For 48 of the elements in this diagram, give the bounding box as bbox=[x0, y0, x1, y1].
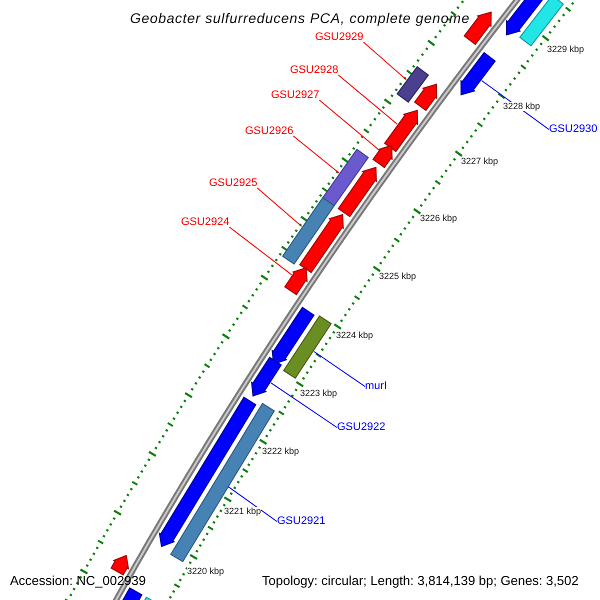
gene-bar bbox=[322, 148, 369, 206]
scale-label: 3224 kbp bbox=[336, 331, 374, 340]
scale-label: 3228 kbp bbox=[503, 102, 540, 111]
scale-label: 3227 kbp bbox=[461, 157, 498, 166]
gene-segment bbox=[372, 144, 393, 168]
gene-bar bbox=[282, 197, 335, 265]
gene-label: GSU2928 bbox=[290, 65, 338, 76]
gene-segment bbox=[251, 356, 282, 397]
gene-segment bbox=[284, 267, 308, 296]
scale-label: 3220 kbp bbox=[187, 567, 224, 576]
scale-label: 3226 kbp bbox=[420, 214, 458, 223]
gene-label: GSU2930 bbox=[549, 124, 598, 135]
gene-segment bbox=[299, 214, 344, 274]
leader-line bbox=[313, 351, 366, 387]
gene-segment bbox=[384, 110, 418, 152]
gene-bar bbox=[396, 66, 430, 103]
info-text: Accession: NC_002939 bbox=[10, 574, 146, 587]
gene-label: GSU2927 bbox=[271, 90, 320, 101]
gene-label: GSU2925 bbox=[209, 178, 258, 189]
gene-segment bbox=[272, 306, 315, 365]
leader-line bbox=[338, 74, 398, 125]
gene-label: GSU2921 bbox=[277, 516, 326, 527]
gene-bar bbox=[519, 0, 564, 46]
gene-bar bbox=[282, 315, 332, 379]
gene-segment bbox=[338, 166, 377, 218]
info-text: Topology: circular; Length: 3,814,139 bp; Genes: 3,502 bbox=[262, 574, 579, 587]
gene-segment bbox=[460, 52, 496, 96]
scale-label: 3225 kbp bbox=[379, 272, 416, 281]
gene-segment bbox=[414, 84, 438, 112]
leader-line bbox=[318, 100, 380, 150]
gene-label: GSU2924 bbox=[181, 217, 230, 228]
leader-line bbox=[362, 42, 407, 80]
leader-line bbox=[228, 226, 292, 276]
leader-line bbox=[228, 486, 278, 522]
gene-segment bbox=[506, 0, 543, 36]
gene-label: GSU2926 bbox=[245, 126, 294, 137]
gene-segment bbox=[110, 554, 130, 576]
gene-label: GSU2922 bbox=[337, 422, 386, 433]
scale-label: 3222 kbp bbox=[262, 447, 300, 456]
diagram-title: Geobacter sulfurreducens PCA, complete genome bbox=[130, 11, 470, 25]
scale-label: 3229 kbp bbox=[547, 45, 584, 54]
leader-line bbox=[292, 136, 340, 174]
scale-label: 3223 kbp bbox=[300, 389, 338, 398]
leader-line bbox=[256, 188, 302, 227]
scale-label: 3221 kbp bbox=[224, 507, 262, 516]
gene-label: GSU2929 bbox=[315, 32, 364, 43]
leader-line bbox=[270, 382, 338, 428]
gene-label: murI bbox=[365, 381, 387, 392]
